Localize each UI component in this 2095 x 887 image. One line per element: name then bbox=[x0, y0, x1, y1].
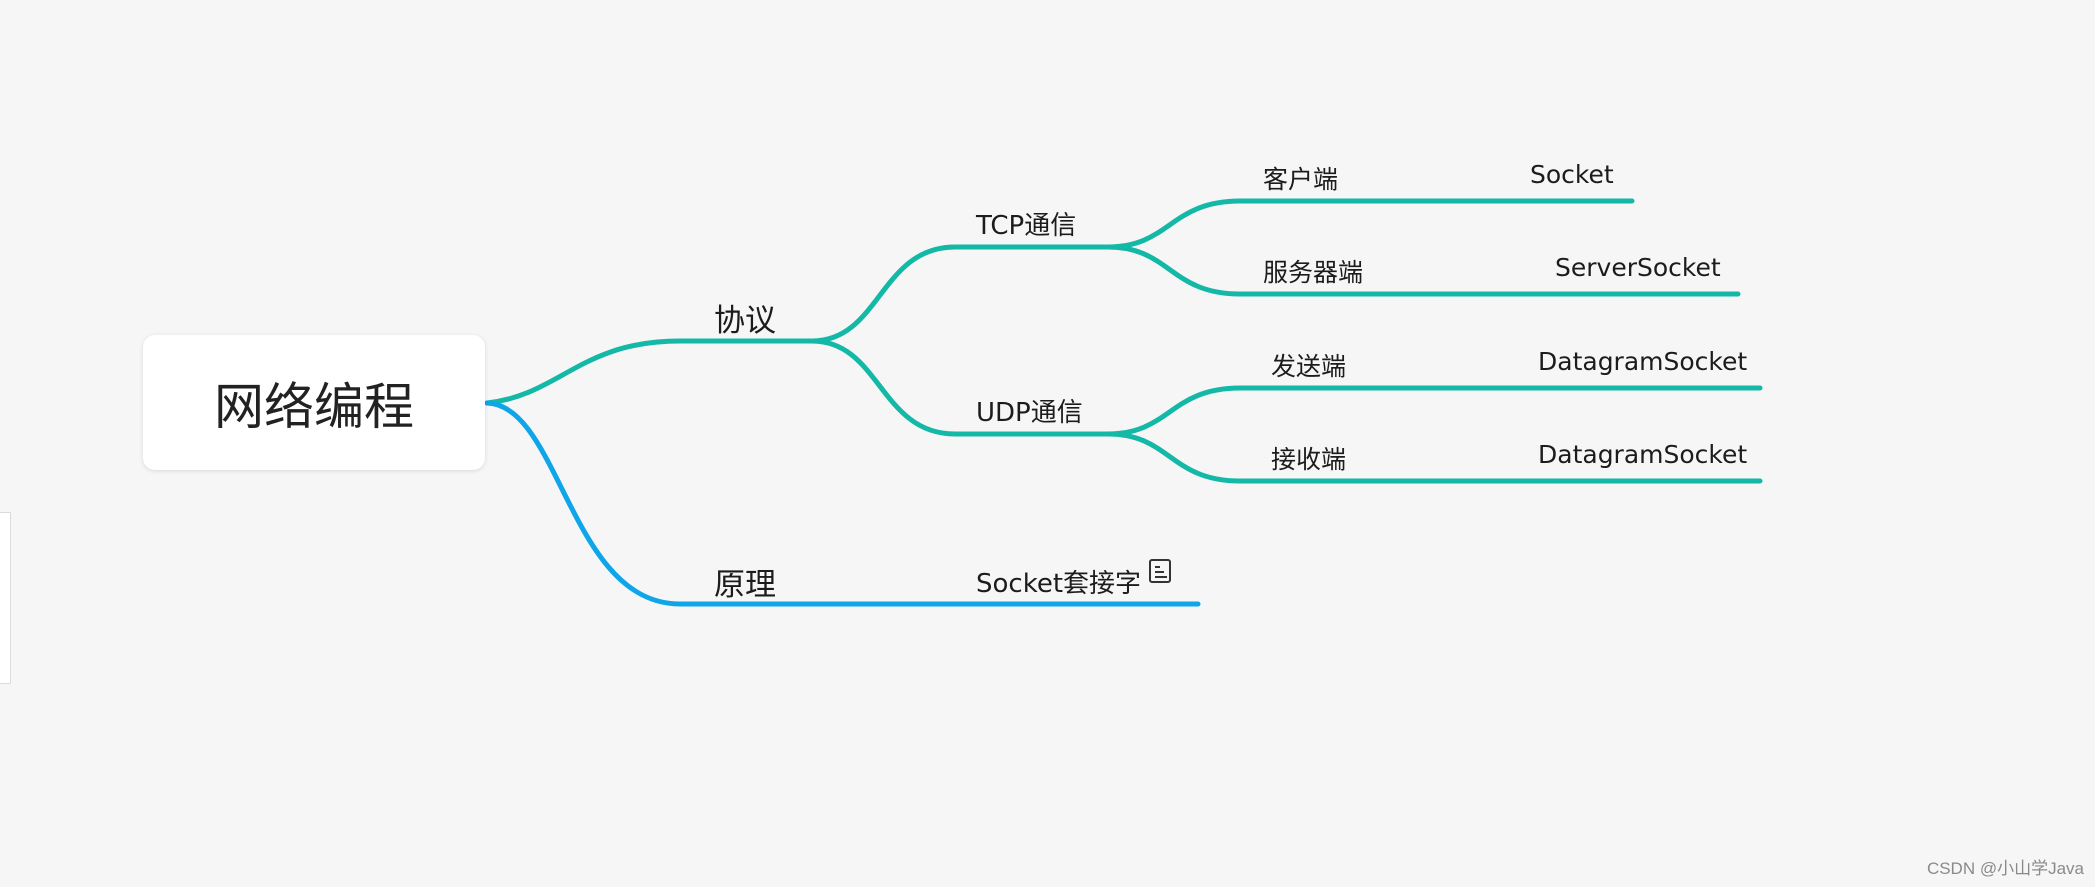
node-protocol[interactable]: 协议 bbox=[714, 303, 776, 339]
node-tcp[interactable]: TCP通信 bbox=[976, 211, 1077, 241]
connector-protocol-tcp bbox=[809, 244, 1111, 344]
node-datagramsocket-sender[interactable]: DatagramSocket bbox=[1538, 347, 1748, 376]
watermark: CSDN @小山学Java bbox=[1926, 859, 2084, 878]
root-node[interactable]: 网络编程 bbox=[143, 335, 485, 470]
node-socket-principle[interactable]: Socket套接字 bbox=[976, 569, 1142, 599]
node-principle[interactable]: 原理 bbox=[714, 567, 776, 603]
node-tcp-client[interactable]: 客户端 bbox=[1263, 165, 1339, 194]
branch-principle-lines bbox=[484, 400, 1201, 607]
connector-udp-receiver bbox=[1105, 431, 1763, 484]
connector-protocol-udp bbox=[809, 338, 1111, 437]
node-udp[interactable]: UDP通信 bbox=[976, 398, 1083, 428]
connector-root-protocol bbox=[484, 338, 815, 406]
node-serversocket-class[interactable]: ServerSocket bbox=[1555, 253, 1721, 282]
connector-tcp-client bbox=[1105, 198, 1635, 250]
node-datagramsocket-receiver[interactable]: DatagramSocket bbox=[1538, 440, 1748, 469]
root-node-label: 网络编程 bbox=[214, 377, 414, 436]
connector-tcp-server bbox=[1105, 244, 1741, 297]
note-icon[interactable] bbox=[1149, 559, 1171, 583]
node-udp-sender[interactable]: 发送端 bbox=[1271, 352, 1347, 381]
node-socket-class[interactable]: Socket bbox=[1530, 160, 1614, 189]
node-udp-receiver[interactable]: 接收端 bbox=[1271, 445, 1347, 474]
connector-udp-sender bbox=[1105, 385, 1763, 437]
branch-protocol-lines bbox=[484, 198, 1763, 484]
node-tcp-server[interactable]: 服务器端 bbox=[1263, 258, 1364, 287]
connector-root-principle bbox=[484, 400, 1201, 607]
side-panel-edge bbox=[0, 512, 11, 684]
